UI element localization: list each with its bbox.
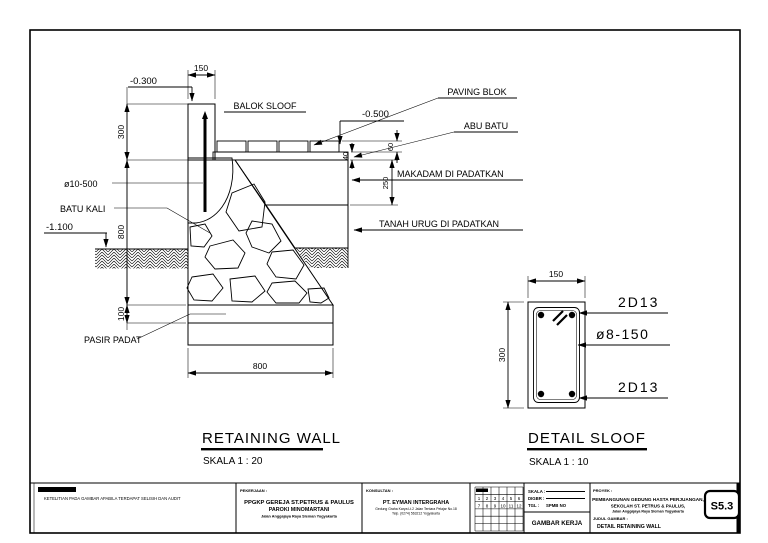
- grid-cell: 3: [494, 496, 497, 501]
- dim-sand-thickness: 100: [116, 307, 126, 321]
- grid-cell: 9: [494, 504, 497, 509]
- grid-cell: 2: [486, 496, 489, 501]
- label-stirrups: ø8-150: [596, 326, 649, 342]
- batu-kali-stones: [186, 183, 330, 304]
- project-header: PROYEK :: [593, 488, 612, 493]
- label-rebar: ø10-500: [64, 179, 98, 189]
- label-balok-sloof: BALOK SLOOF: [233, 101, 297, 111]
- grid-cell: 7: [478, 504, 481, 509]
- right-dimensions: 60 40 250: [341, 130, 402, 206]
- grid-cell: 5: [510, 496, 513, 501]
- issue-row-label: DIGBR :: [528, 496, 545, 501]
- ground-left-hatch: [95, 249, 188, 269]
- detail-title-underline: [527, 448, 647, 451]
- label-abu-batu: ABU BATU: [464, 121, 508, 131]
- main-view-scale: SKALA 1 : 20: [203, 456, 263, 467]
- project-line1: PEMBANGUNAN GEDUNG HASTA PERJUANGAN,: [592, 497, 704, 502]
- issue-row-value: SPMB NO: [546, 503, 567, 508]
- label-pasir-padat: PASIR PADAT: [84, 335, 142, 345]
- label-tanah-urug: TANAH URUG DI PADATKAN: [379, 219, 499, 229]
- detail-view-title: DETAIL SLOOF: [528, 430, 646, 447]
- level-paving-top: -0.500: [362, 109, 389, 120]
- dim-lower-height: 800: [116, 225, 126, 239]
- grid-cell: 4: [502, 496, 505, 501]
- issue-cell: SKALA : DIGBR : TGL : SPMB NO GAMBAR KER…: [524, 489, 590, 527]
- level-ground-left: -1.100: [46, 222, 73, 233]
- stirrup-hook: [552, 310, 568, 326]
- abu-batu-strip: [212, 151, 349, 161]
- label-paving-blok: PAVING BLOK: [447, 87, 506, 97]
- owner-header: PEKERJAAN :: [240, 488, 267, 493]
- grid-cell: 1: [478, 496, 481, 501]
- grid-cell: 8: [486, 504, 489, 509]
- issue-row-label: SKALA :: [528, 489, 546, 494]
- sheet-number: S5.3: [711, 501, 734, 513]
- revision-grid: 1 2 3 4 5 6 7 8 9 10 11 12: [474, 486, 524, 532]
- grid-cell: 11: [509, 504, 514, 509]
- dim-sloof-width: 150: [549, 269, 563, 279]
- consultant-name: PT. EYMAN INTERGRAHA: [383, 500, 449, 506]
- detail-sloof-view: 150 300 2D13 ø8-150 2D13 DETAIL SLOOF SK…: [497, 269, 670, 468]
- notes-line: KETELITIAN PADA GAMBAR APABILA TERDAPAT …: [44, 496, 181, 501]
- detail-view-scale: SKALA 1 : 10: [529, 457, 589, 468]
- stirrup-inner: [536, 310, 577, 400]
- wall-stem: [187, 103, 216, 161]
- consultant-address2: Telp. (0274) 563212 Yogyakarta: [392, 512, 440, 516]
- notes-header-bar: [38, 487, 76, 492]
- ground-bottom-hatch: [187, 322, 334, 346]
- owner-line2: PAROKI MINOMARTANI: [269, 507, 330, 513]
- dim-sloof-height: 300: [497, 348, 507, 362]
- ground-right-hatch: [295, 248, 348, 268]
- label-bottom-bars: 2D13: [618, 379, 659, 395]
- project-line3: Jalan Anggajaya Raya Sleman Yogyakarta: [612, 510, 685, 514]
- wall-base-hatch: [187, 157, 234, 224]
- makadam-layer: [234, 159, 349, 206]
- consultant-header: KONSULTAN :: [366, 488, 393, 493]
- grid-cell: 12: [516, 504, 522, 509]
- drawing-title: DETAIL RETAINING WALL: [597, 524, 662, 530]
- consultant-address1: Gedung Graha Karya Lt.2 Jalan Tentara Pe…: [375, 507, 457, 511]
- sloof-outline: [527, 301, 586, 409]
- owner-line1: PPGKP GEREJA ST.PETRUS & PAULUS: [244, 500, 354, 506]
- title-block: KETELITIAN PADA GAMBAR APABILA TERDAPAT …: [38, 483, 741, 533]
- owner-line3: Jalan Anggajaya Raya Sleman Yogyakarta: [261, 515, 338, 519]
- label-makadam: MAKADAM DI PADATKAN: [397, 169, 504, 179]
- drawing-title-header: JUDUL GAMBAR :: [593, 516, 628, 521]
- dim-wall-width: 150: [194, 63, 208, 73]
- level-wall-top: -0.300: [130, 76, 157, 87]
- rebar-hook: [202, 111, 208, 119]
- retaining-wall-view: -0.300 150 BALOK SLOOF 300 800 100 ø10-5…: [44, 63, 523, 467]
- label-top-bars: 2D13: [618, 294, 659, 310]
- left-dimension-chain: 300 800 100: [116, 87, 188, 330]
- label-batu-kali: BATU KALI: [60, 204, 105, 214]
- dim-makadam-thickness: 250: [381, 177, 390, 190]
- dim-upper-height: 300: [116, 125, 126, 139]
- main-view-title: RETAINING WALL: [202, 430, 341, 447]
- project-cell: PROYEK : PEMBANGUNAN GEDUNG HASTA PERJUA…: [592, 488, 741, 530]
- sheet-number-box: [703, 489, 741, 520]
- tanah-urug-layer: [265, 204, 349, 249]
- stirrup-outer: [533, 307, 580, 403]
- rebar-dots: [537, 311, 576, 398]
- drawing-type-label: GAMBAR KERJA: [532, 520, 583, 527]
- sheet-border: [29, 29, 741, 534]
- issue-row-label: TGL :: [528, 503, 540, 508]
- dim-abu-batu-thickness: 40: [341, 152, 350, 160]
- project-line2: SEKOLAH ST. PETRUS & PAULUS,: [611, 504, 685, 509]
- grid-cell: 6: [518, 496, 521, 501]
- title-underline: [201, 448, 323, 451]
- grid-cell: 10: [500, 504, 506, 509]
- dim-footing-width: 800: [253, 361, 267, 371]
- dim-paving-thickness: 60: [386, 143, 395, 151]
